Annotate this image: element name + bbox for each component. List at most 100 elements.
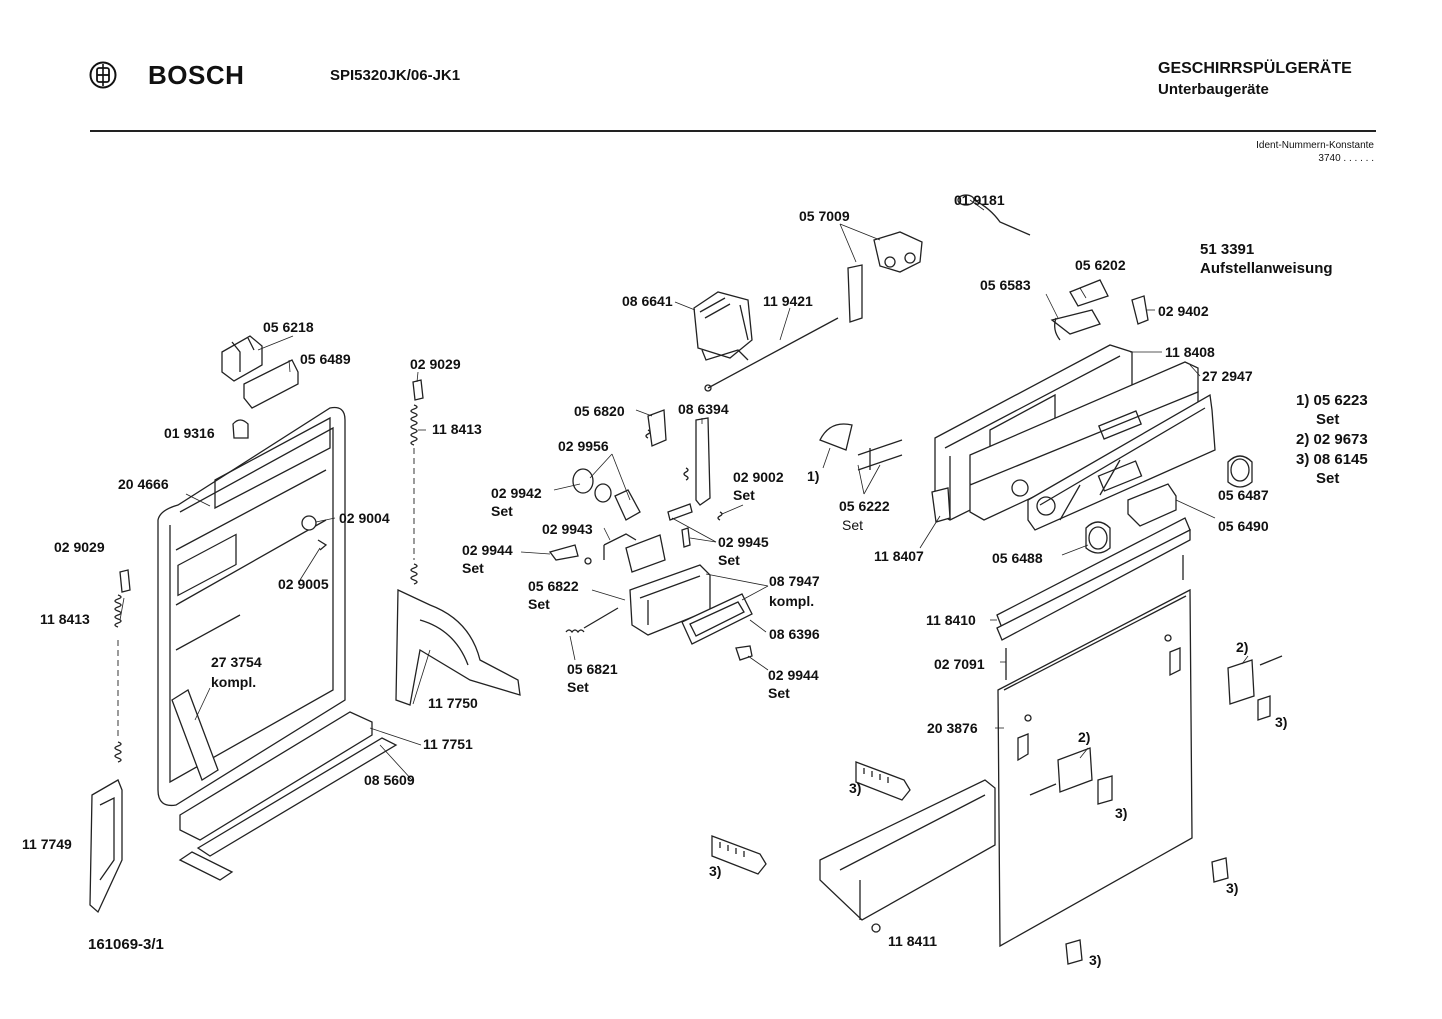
- footnote-1-part: 05 6223: [1313, 392, 1368, 409]
- front-panel-strip: [996, 517, 1191, 641]
- label-footnote-3-upper: 3): [849, 780, 861, 796]
- timer-module-part: [693, 291, 753, 361]
- label-05-6489: 05 6489: [300, 351, 351, 367]
- label-05-6202: 05 6202: [1075, 257, 1126, 273]
- model-number: SPI5320JK/06-JK1: [330, 67, 461, 84]
- spring-center: [410, 379, 424, 585]
- label-02-9945: 02 9945: [718, 534, 769, 550]
- front-door-panel: [997, 588, 1193, 948]
- label-footnote-3-lower: 3): [709, 863, 721, 879]
- label-footnote-2-right: 2): [1236, 639, 1248, 655]
- latch-bracket-part: [221, 335, 263, 382]
- footnote-2: 2) 02 9673: [1296, 431, 1368, 448]
- label-footnote-3-bottom: 3): [1089, 952, 1101, 968]
- bar-part: [625, 534, 666, 573]
- label-02-9002-set: Set: [733, 487, 755, 503]
- label-02-9944-right: 02 9944: [768, 667, 819, 683]
- label-27-3754-kompl: kompl.: [211, 674, 256, 690]
- ident-value: 3740 . . . . . .: [1318, 153, 1374, 164]
- hinge-left-part: [89, 779, 123, 914]
- label-11-7750: 11 7750: [428, 695, 478, 711]
- spring-left-upper: [114, 569, 131, 763]
- label-02-9943: 02 9943: [542, 521, 593, 537]
- label-01-9316: 01 9316: [164, 425, 215, 441]
- bracket-ladder-lower: [711, 835, 767, 875]
- label-11-8408: 11 8408: [1165, 344, 1215, 360]
- label-11-9421: 11 9421: [763, 293, 813, 309]
- bracket-ladder-upper: [855, 761, 911, 801]
- footnote-3: 3) 08 6145 Set: [1296, 451, 1368, 487]
- label-02-9002: 02 9002: [733, 469, 784, 485]
- label-footnote-3-center: 3): [1115, 805, 1127, 821]
- manual-note: 51 3391 Aufstellanweisung: [1200, 240, 1333, 278]
- small-springs: [645, 429, 723, 521]
- sensor-cable-part: [957, 194, 1031, 236]
- latch-plate-part: [647, 409, 711, 506]
- label-02-9944-left: 02 9944: [462, 542, 513, 558]
- label-02-9402: 02 9402: [1158, 303, 1209, 319]
- label-08-6396: 08 6396: [769, 626, 820, 642]
- program-knob-part: [1085, 521, 1111, 554]
- side-cover-part: [931, 487, 951, 523]
- header-divider: [90, 130, 1376, 132]
- label-footnote-1: 1): [807, 468, 819, 484]
- decor-panel-part: [1027, 393, 1216, 531]
- hinge-center-part: [395, 588, 521, 706]
- footnote-3-suffix: Set: [1316, 470, 1340, 487]
- lever-part: [847, 264, 863, 323]
- label-11-8407: 11 8407: [874, 548, 924, 564]
- label-02-9942: 02 9942: [491, 485, 542, 501]
- latch-pin-part: [548, 544, 592, 565]
- clip-small-part: [1131, 295, 1149, 325]
- document-number: 161069-3/1: [88, 936, 164, 953]
- label-08-6394: 08 6394: [678, 401, 729, 417]
- label-11-7751: 11 7751: [423, 736, 473, 752]
- label-02-9945-set: Set: [718, 552, 740, 568]
- label-05-6222: 05 6222: [839, 498, 890, 514]
- label-05-6487: 05 6487: [1218, 487, 1269, 503]
- label-05-6821: 05 6821: [567, 661, 618, 677]
- door-trim-part: [171, 689, 219, 781]
- manual-number: 51 3391: [1200, 241, 1255, 258]
- label-11-8413-left: 11 8413: [40, 611, 90, 627]
- label-footnote-2-center: 2): [1078, 729, 1090, 745]
- part-labels: 05 6218 05 6489 01 9316 20 4666 02 9004 …: [22, 192, 1287, 968]
- cam-disc-part: [819, 423, 903, 471]
- label-20-4666: 20 4666: [118, 476, 169, 492]
- label-02-9029-left: 02 9029: [54, 539, 105, 555]
- latch-cover-part: [243, 359, 299, 409]
- label-footnote-3-right: 3): [1275, 714, 1287, 730]
- label-11-8413-center: 11 8413: [432, 421, 482, 437]
- label-02-9956: 02 9956: [558, 438, 609, 454]
- label-05-6222-set: Set: [842, 517, 863, 533]
- footnote-3-part: 08 6145: [1313, 451, 1368, 468]
- door-rail-part: [178, 711, 373, 881]
- bosch-logo-icon: [88, 60, 118, 95]
- label-05-6490: 05 6490: [1218, 518, 1269, 534]
- spring-pin-parts: [565, 503, 753, 661]
- door-frame-part: [157, 406, 346, 807]
- label-11-8410: 11 8410: [926, 612, 976, 628]
- small-brackets: [1065, 857, 1229, 965]
- label-08-6641: 08 6641: [622, 293, 673, 309]
- small-knob-part: [301, 515, 328, 551]
- leader-lines: [119, 199, 1249, 781]
- wire-bracket-part: [603, 533, 637, 560]
- label-11-7749: 11 7749: [22, 836, 72, 852]
- door-toe-board: [819, 779, 996, 933]
- door-strip-part: [196, 737, 398, 857]
- manual-title: Aufstellanweisung: [1200, 260, 1333, 277]
- footnote-1-suffix: Set: [1316, 411, 1340, 428]
- label-02-9942-set: Set: [491, 503, 513, 519]
- label-05-6820: 05 6820: [574, 403, 625, 419]
- label-27-3754: 27 3754: [211, 654, 262, 670]
- footnote-1: 1) 05 6223 Set: [1296, 392, 1368, 428]
- label-02-7091: 02 7091: [934, 656, 985, 672]
- switch-block-part: [873, 231, 923, 273]
- label-08-7947-kompl: kompl.: [769, 593, 814, 609]
- label-05-6488: 05 6488: [992, 550, 1043, 566]
- label-05-6821-set: Set: [567, 679, 589, 695]
- right-hinge-bracket: [1227, 655, 1283, 721]
- label-27-2947: 27 2947: [1202, 368, 1253, 384]
